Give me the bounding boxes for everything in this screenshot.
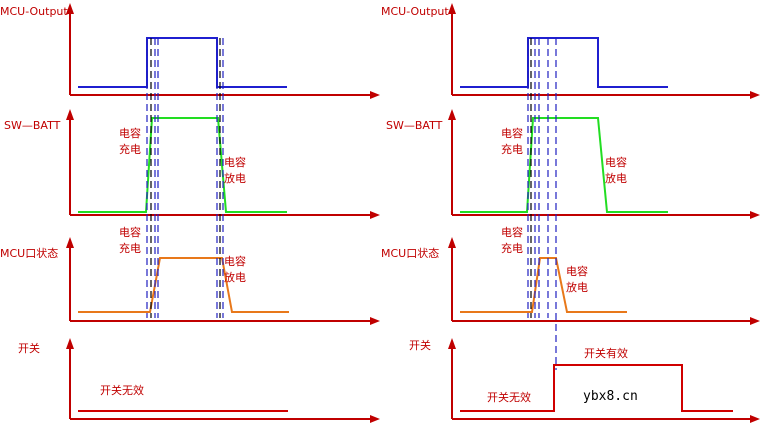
right-discharge-1-line1: 电容 — [605, 155, 627, 169]
right-charge-1-line2: 充电 — [501, 142, 523, 156]
right-charge-1-line1: 电容 — [501, 126, 523, 140]
right-discharge-1-line2: 放电 — [605, 171, 627, 185]
left-label-sw-batt: SW—BATT — [4, 119, 61, 132]
right-charge-2-line1: 电容 — [501, 225, 523, 239]
left-signal-sw-batt — [78, 117, 287, 213]
right-panel: MCU-Output SW—BATT MCU口状态 开关 电容 充电 电容 放电… — [381, 3, 760, 423]
right-label-mcu-port: MCU口状态 — [381, 246, 439, 260]
left-discharge-2-line2: 放电 — [224, 270, 246, 284]
left-discharge-2-line1: 电容 — [224, 254, 246, 268]
right-label-switch: 开关 — [409, 338, 431, 352]
left-dashed-markers — [146, 38, 224, 318]
left-charge-2-line2: 充电 — [119, 241, 141, 255]
left-discharge-1-line1: 电容 — [224, 155, 246, 169]
right-dashed-markers — [527, 38, 557, 370]
right-axes — [448, 3, 760, 423]
right-signal-sw-batt — [460, 117, 668, 213]
right-charge-2-line2: 充电 — [501, 241, 523, 255]
left-axes — [66, 3, 380, 423]
left-charge-1-line1: 电容 — [119, 126, 141, 140]
left-label-mcu-output: MCU-Output — [0, 5, 68, 18]
left-charge-1-line2: 充电 — [119, 142, 141, 156]
left-charge-2-line1: 电容 — [119, 225, 141, 239]
left-switch-state: 开关无效 — [100, 383, 144, 397]
watermark-box — [575, 384, 657, 406]
right-discharge-2-line2: 放电 — [566, 280, 588, 294]
right-label-sw-batt: SW—BATT — [386, 119, 443, 132]
left-signal-mcu-output — [78, 37, 287, 88]
left-discharge-1-line2: 放电 — [224, 171, 246, 185]
right-signal-mcu-output — [460, 37, 668, 88]
left-signal-mcu-port — [78, 257, 289, 313]
right-signal-mcu-port — [460, 257, 627, 313]
right-switch-invalid: 开关无效 — [487, 390, 531, 404]
right-discharge-2-line1: 电容 — [566, 264, 588, 278]
right-label-mcu-output: MCU-Output — [381, 5, 449, 18]
left-label-switch: 开关 — [18, 341, 40, 355]
right-signal-switch — [460, 364, 733, 412]
right-switch-valid: 开关有效 — [584, 346, 628, 360]
watermark: ybx8.cn — [583, 389, 638, 404]
left-panel: MCU-Output SW—BATT MCU口状态 开关 电容 充电 电容 放电… — [0, 3, 380, 423]
left-label-mcu-port: MCU口状态 — [0, 246, 58, 260]
